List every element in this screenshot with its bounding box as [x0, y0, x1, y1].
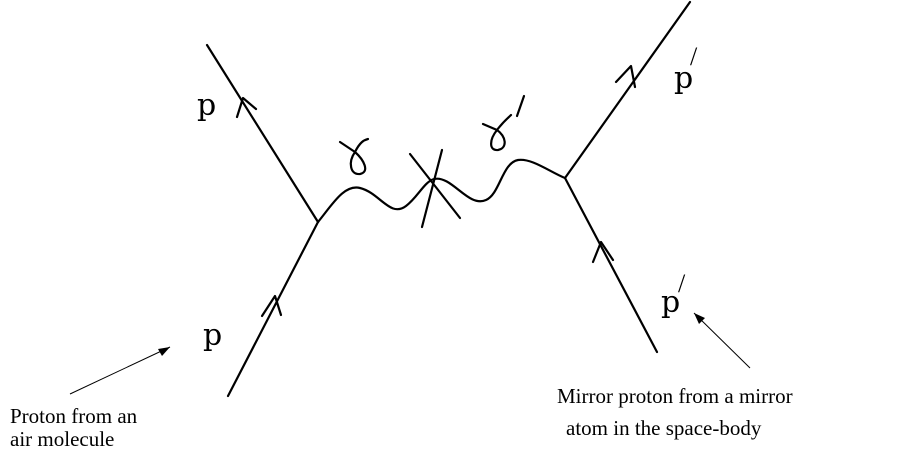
gamma-prime-mark-icon: [515, 94, 526, 118]
mirror-proton-outgoing-line: [563, 0, 692, 180]
right-caption-line2: atom in the space-body: [566, 416, 762, 440]
mirror-proton-incoming-arrow-icon: [591, 240, 615, 264]
label-p-incoming: p: [203, 318, 222, 353]
mixing-cross-line-2: [420, 148, 444, 229]
left-caption-line2: air molecule: [10, 427, 114, 451]
mixing-cross-line-1: [408, 152, 462, 220]
label-p-prime-incoming: p: [661, 285, 680, 320]
right-pointer-arrowhead-icon: [694, 313, 705, 324]
left-pointer-line: [69, 346, 171, 395]
gamma-prime-symbol-icon: [481, 113, 513, 152]
proton-incoming-arrow-icon: [260, 294, 283, 318]
proton-outgoing-line: [205, 43, 320, 224]
left-pointer-arrowhead-icon: [158, 347, 170, 356]
proton-incoming-line: [226, 220, 320, 398]
left-caption-line1: Proton from an: [10, 404, 138, 428]
mirror-proton-incoming-line: [563, 176, 659, 354]
label-p-outgoing: p: [197, 88, 216, 123]
label-p-prime-outgoing: p: [674, 61, 693, 96]
gamma-symbol-icon: [338, 137, 370, 176]
right-pointer-line: [693, 312, 751, 369]
prime-mark-outgoing: /: [690, 42, 698, 71]
mirror-proton-outgoing-arrow-icon: [614, 64, 637, 89]
photon-wavy-line: [316, 158, 567, 224]
prime-mark-incoming: /: [678, 269, 686, 298]
right-caption-line1: Mirror proton from a mirror: [557, 384, 793, 408]
proton-outgoing-arrow-icon: [235, 96, 258, 119]
